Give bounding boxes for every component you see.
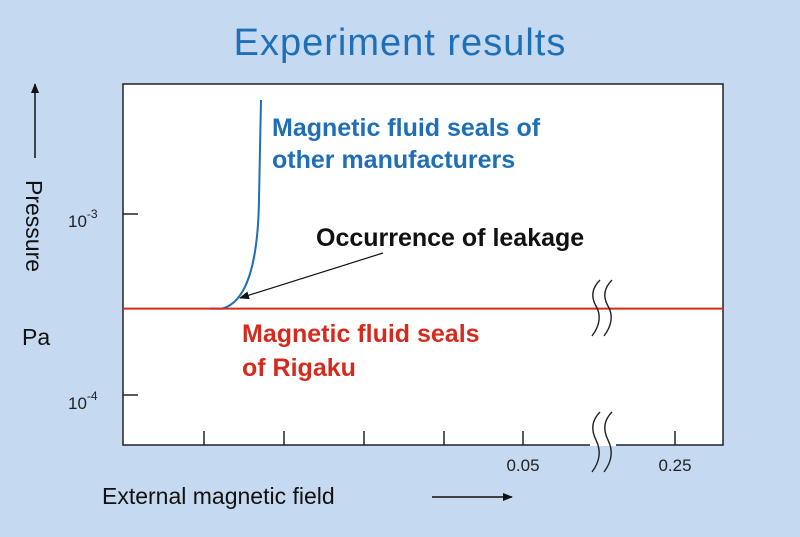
series-other-manufacturers-line — [210, 99, 262, 310]
label-rigaku-line2: of Rigaku — [242, 354, 356, 382]
y-axis-unit: Pa — [22, 324, 50, 350]
y-tick-label-1e-3: 10-3 — [68, 207, 98, 231]
label-rigaku-line1: Magnetic fluid seals — [242, 320, 480, 348]
chart-title: Experiment results — [233, 22, 567, 64]
y-tick-label-1e-4: 10-4 — [68, 389, 98, 413]
label-leakage: Occurrence of leakage — [316, 224, 584, 252]
label-other-manufacturers-line1: Magnetic fluid seals of — [272, 114, 541, 142]
axis-break-lower — [591, 411, 613, 473]
x-tick-label-0.05: 0.05 — [506, 456, 539, 475]
x-axis-label: External magnetic field — [102, 483, 335, 509]
axis-break-upper — [591, 279, 613, 337]
y-axis-label: Pressure — [21, 180, 47, 272]
x-tick-label-0.25: 0.25 — [658, 456, 691, 475]
leakage-arrow — [239, 252, 384, 300]
x-ticks — [203, 431, 676, 445]
y-axis-title: Pressure — [21, 83, 47, 272]
plot-area — [122, 83, 724, 446]
label-other-manufacturers-line2: other manufacturers — [272, 146, 515, 174]
